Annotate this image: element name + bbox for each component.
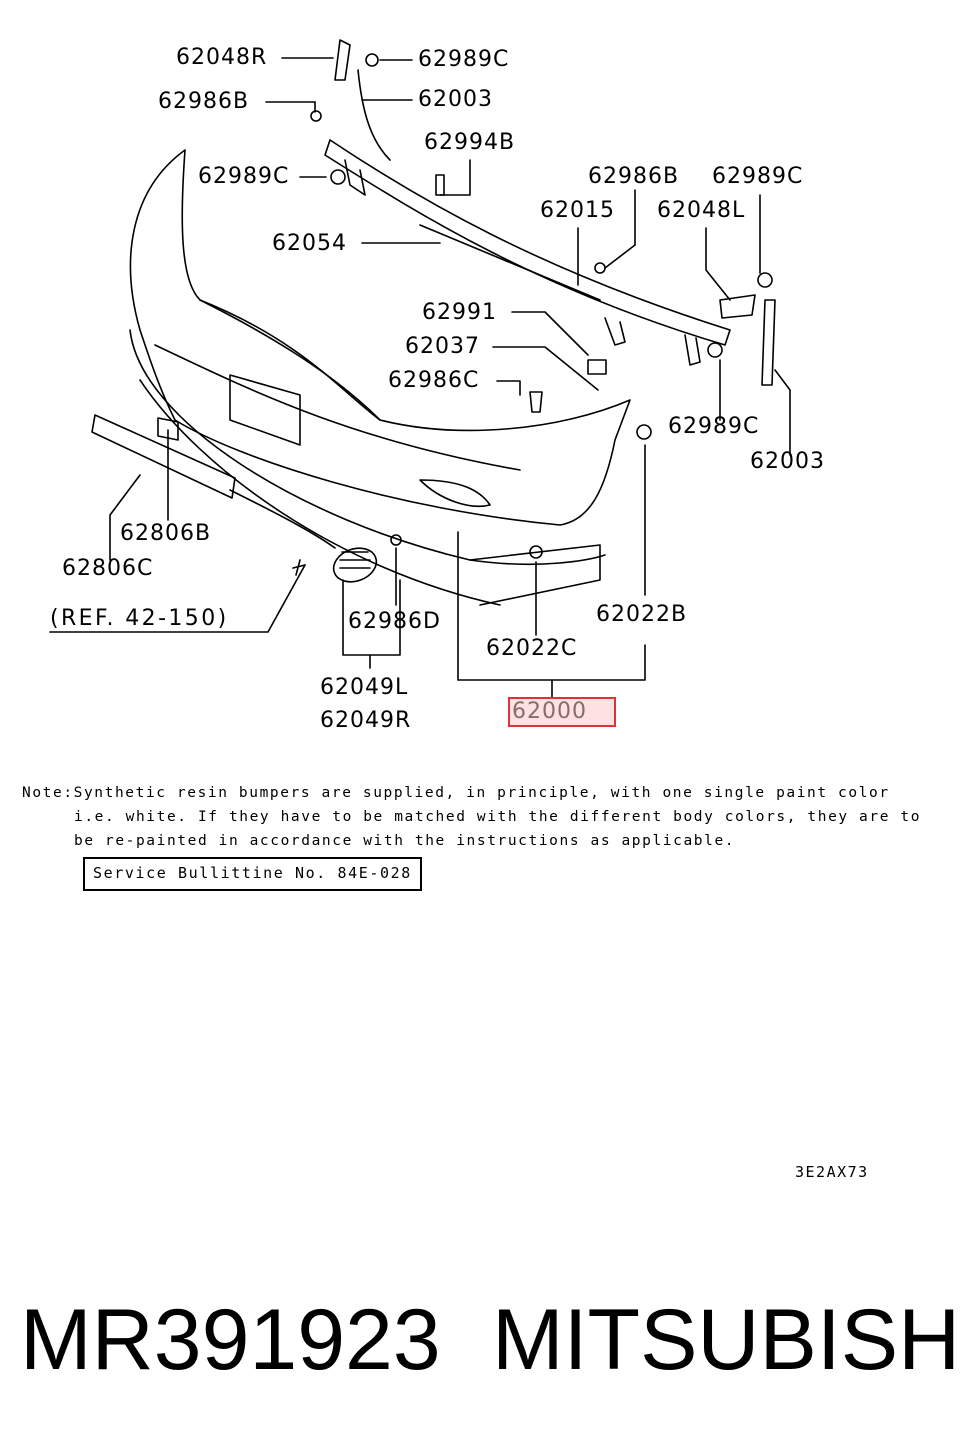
- label-62989C-top: 62989C: [418, 47, 510, 72]
- label-62022C: 62022C: [486, 636, 578, 661]
- note-line-1: Note:Synthetic resin bumpers are supplie…: [22, 785, 890, 801]
- brand-name: MITSUBISHI: [492, 1292, 960, 1388]
- label-62989C-left: 62989C: [198, 164, 290, 189]
- label-62037: 62037: [405, 334, 480, 359]
- diagram-code: 3E2AX73: [795, 1163, 869, 1181]
- fog-grille: [332, 547, 378, 583]
- service-bulletin-box: Service Bullittine No. 84E-028: [83, 857, 422, 891]
- label-62022B: 62022B: [596, 602, 688, 627]
- label-62003-right: 62003: [750, 449, 825, 474]
- bumper-cover: [129, 149, 631, 606]
- label-62989C-right: 62989C: [712, 164, 804, 189]
- label-62994B: 62994B: [424, 130, 516, 155]
- label-62986C: 62986C: [388, 368, 480, 393]
- label-62049R: 62049R: [320, 708, 412, 733]
- label-62986B-right: 62986B: [588, 164, 680, 189]
- fasteners: [310, 53, 773, 559]
- leader-lines: [49, 57, 791, 699]
- note-text: Note:Synthetic resin bumpers are supplie…: [22, 781, 922, 853]
- note-line-3: be re-painted in accordance with the ins…: [74, 833, 736, 849]
- reinforcement-beam: [324, 39, 776, 386]
- label-62054: 62054: [272, 231, 347, 256]
- label-62806B: 62806B: [120, 521, 212, 546]
- label-62991: 62991: [422, 300, 497, 325]
- label-reference: (REF. 42-150): [50, 606, 229, 631]
- label-62986B-left: 62986B: [158, 89, 250, 114]
- label-62003-top: 62003: [418, 87, 493, 112]
- label-62989C-lower: 62989C: [668, 414, 760, 439]
- bumper-exploded-diagram: [49, 39, 791, 699]
- label-62806C: 62806C: [62, 556, 154, 581]
- energy-absorber: [91, 414, 336, 549]
- label-62986D: 62986D: [348, 609, 441, 634]
- label-62049L: 62049L: [320, 675, 409, 700]
- label-62048R: 62048R: [176, 45, 268, 70]
- label-62015: 62015: [540, 198, 615, 223]
- label-62048L: 62048L: [657, 198, 746, 223]
- label-62000-highlighted[interactable]: 62000: [508, 697, 616, 727]
- part-number: MR391923: [20, 1292, 441, 1388]
- note-line-2: i.e. white. If they have to be matched w…: [74, 809, 922, 825]
